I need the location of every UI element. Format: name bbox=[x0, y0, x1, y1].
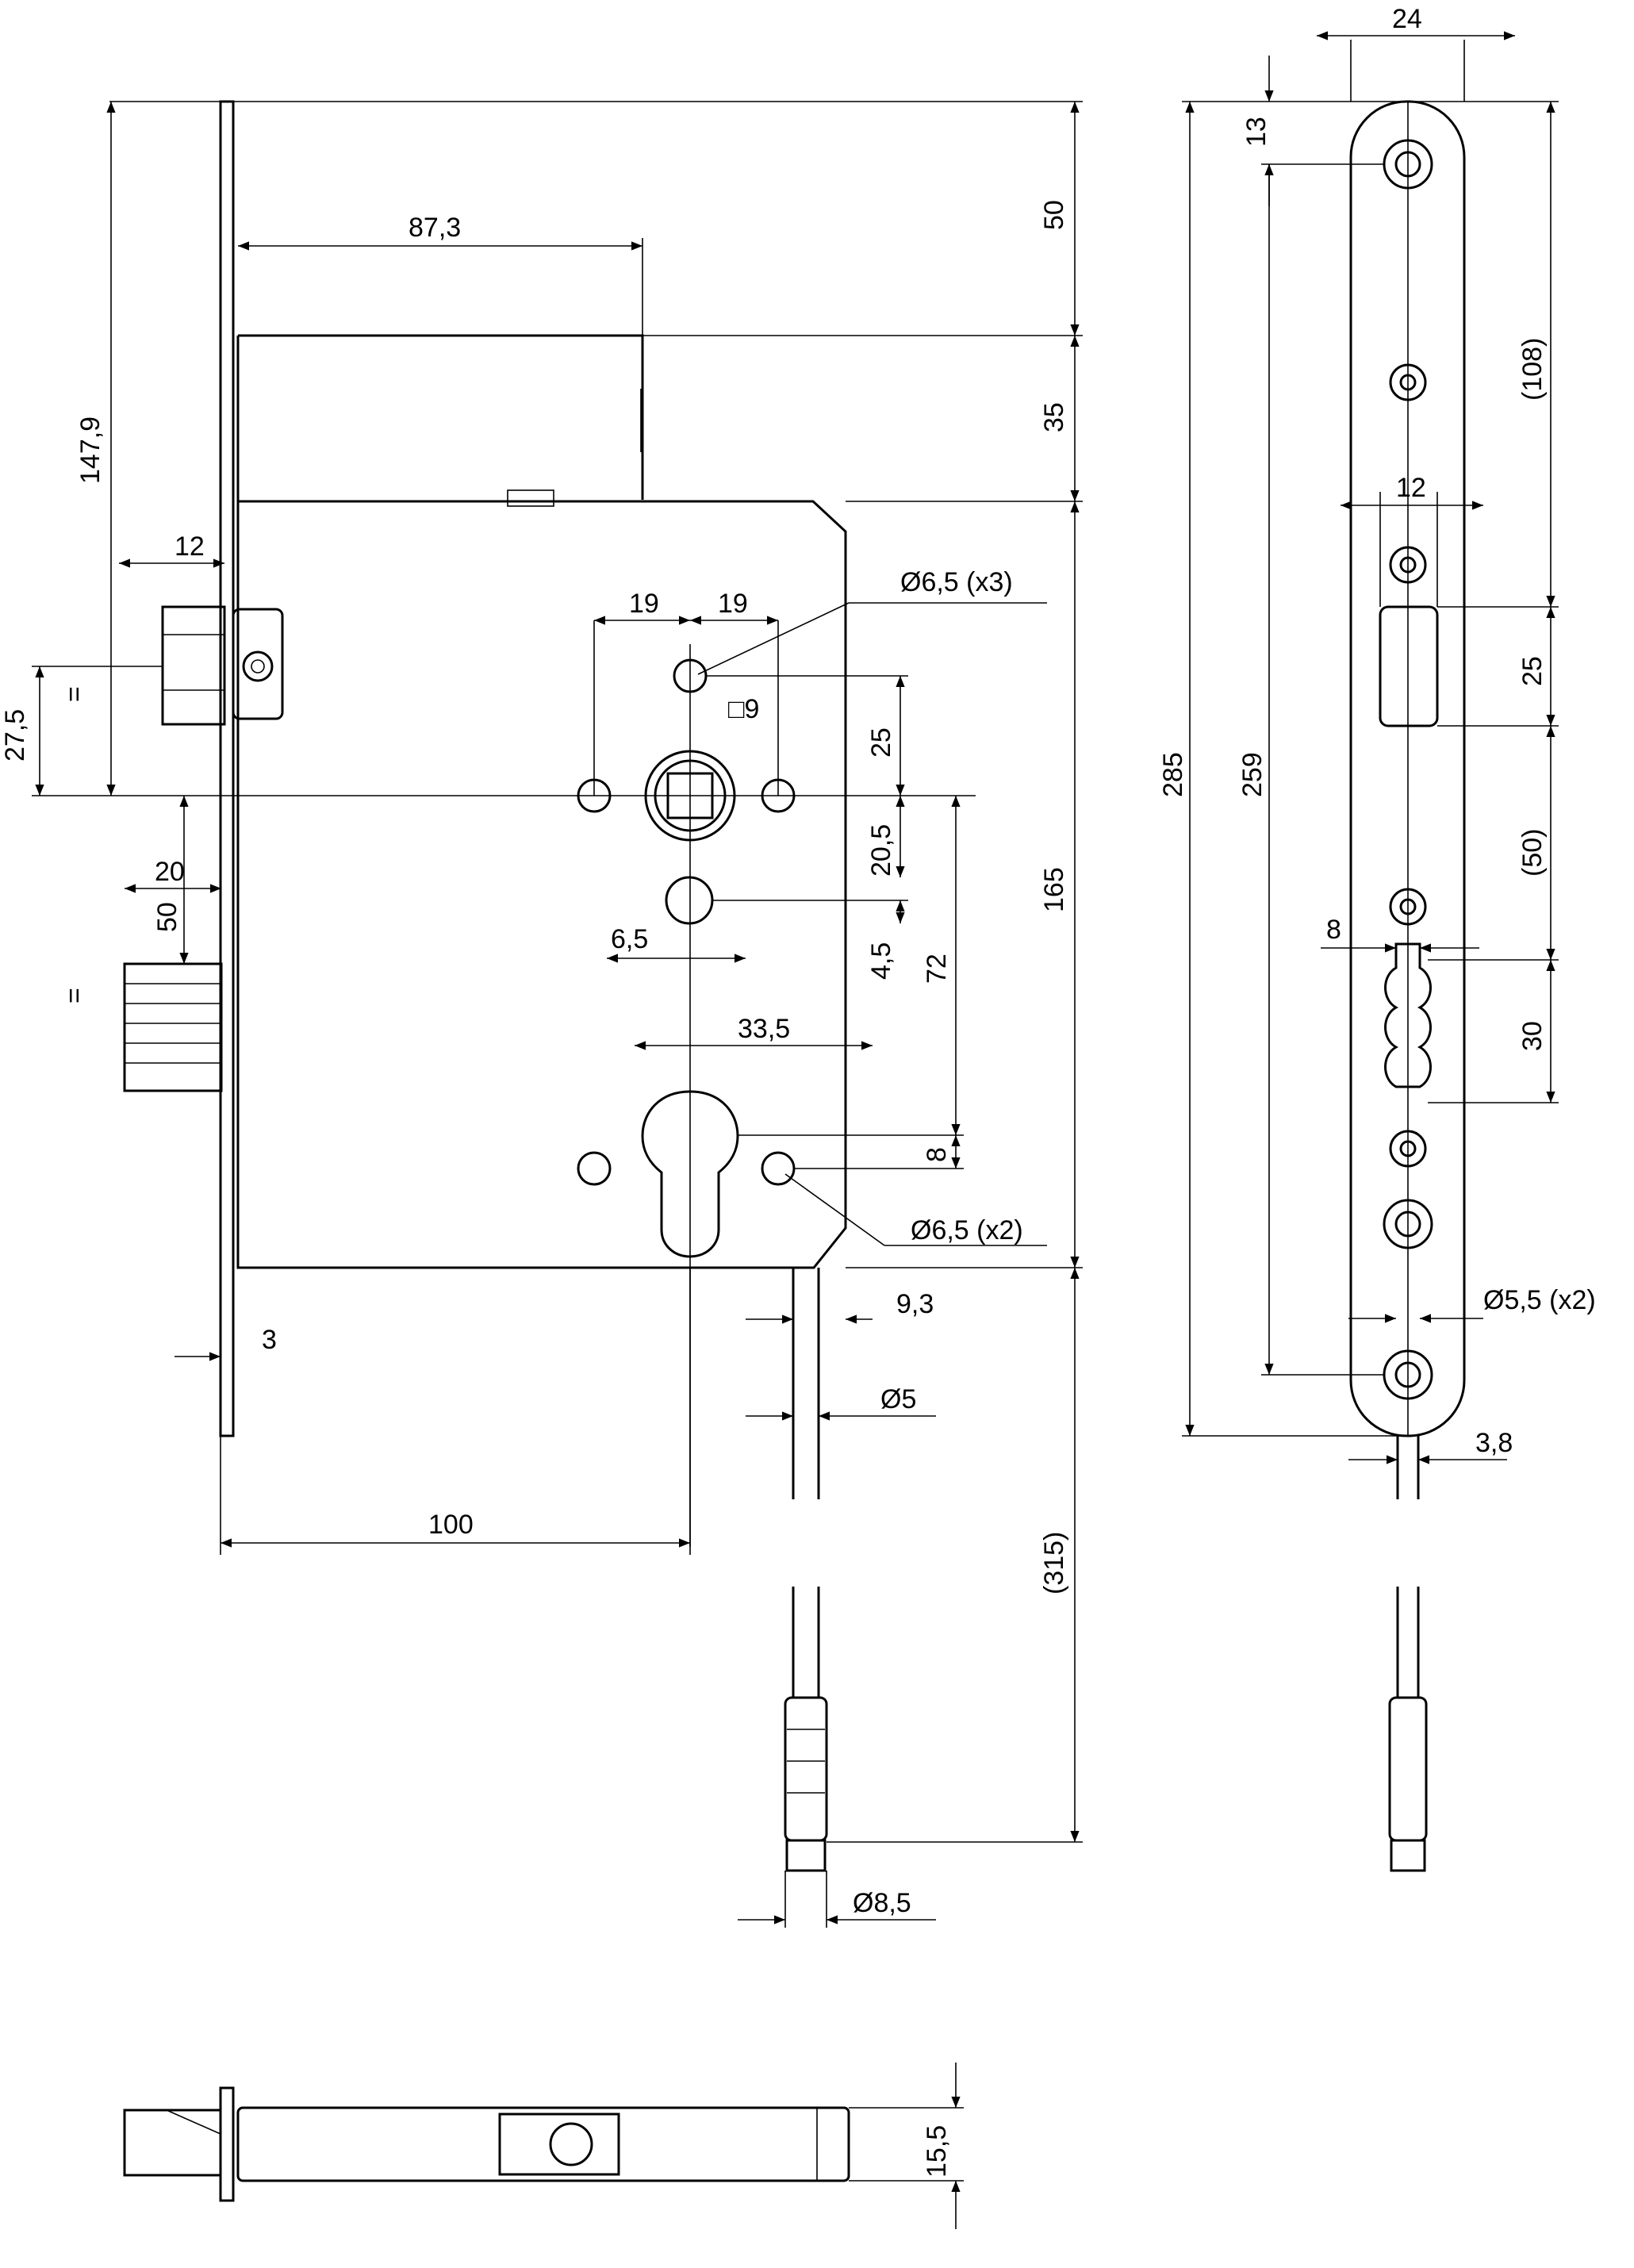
dim-width-87-3: 87,3 bbox=[408, 213, 461, 243]
dim-v25: 25 bbox=[866, 727, 896, 758]
dim-v20-5: 20,5 bbox=[866, 824, 896, 877]
dead-bolt bbox=[123, 962, 223, 1092]
dim-slot-6-5: 6,5 bbox=[611, 924, 648, 954]
follower bbox=[577, 658, 796, 925]
front-view: 50 35 165 (315) 87,3 147,9 12 27,5 = 20 … bbox=[0, 100, 1083, 1928]
dim-side-13: 13 bbox=[1241, 117, 1272, 147]
dim-holes-x2: Ø6,5 (x2) bbox=[911, 1215, 1023, 1245]
dim-top-35: 35 bbox=[1039, 402, 1069, 432]
dim-side-3-8: 3,8 bbox=[1475, 1428, 1513, 1458]
dim-bolt-50: 50 bbox=[152, 902, 182, 932]
bottom-latch bbox=[123, 2109, 222, 2177]
side-view: 24 13 285 259 (108) 12 25 (50) 8 30 Ø5,5… bbox=[1158, 4, 1596, 1872]
dim-side-30: 30 bbox=[1517, 1021, 1548, 1051]
dim-side-259: 259 bbox=[1237, 752, 1268, 797]
cable bbox=[784, 1268, 828, 1872]
dim-holes-x3: Ø6,5 (x3) bbox=[900, 567, 1013, 597]
dim-v4-5: 4,5 bbox=[866, 942, 896, 980]
dim-plug-8-5: Ø8,5 bbox=[853, 1888, 911, 1918]
dim-bottom-15-5: 15,5 bbox=[922, 2125, 952, 2178]
lock-case bbox=[236, 500, 847, 1269]
dim-latch-equal: = bbox=[59, 686, 90, 702]
dim-faceplate-3: 3 bbox=[262, 1325, 277, 1355]
dim-cyl-33-5: 33,5 bbox=[738, 1014, 790, 1044]
dim-side-25: 25 bbox=[1517, 656, 1548, 686]
dim-dist-72: 72 bbox=[922, 954, 952, 984]
bottom-case bbox=[236, 2106, 850, 2182]
faceplate-latch-opening bbox=[1379, 605, 1439, 727]
dim-side-12: 12 bbox=[1396, 473, 1426, 503]
dim-latch-12: 12 bbox=[175, 532, 205, 562]
dim-side-8: 8 bbox=[1326, 915, 1341, 945]
dim-bolt-equal: = bbox=[59, 988, 90, 1004]
dim-case-165: 165 bbox=[1039, 867, 1069, 912]
dim-height-147-9: 147,9 bbox=[75, 416, 105, 484]
dim-side-285: 285 bbox=[1158, 752, 1188, 797]
faceplate-bolt-opening bbox=[1384, 942, 1432, 1088]
side-cable bbox=[1388, 1436, 1428, 1872]
dim-side-screws-x2: Ø5,5 (x2) bbox=[1483, 1285, 1596, 1315]
dim-side-108: (108) bbox=[1517, 338, 1548, 401]
dim-backset-100: 100 bbox=[428, 1510, 474, 1540]
dim-side-50: (50) bbox=[1517, 829, 1548, 877]
dim-spacing-19b: 19 bbox=[718, 589, 748, 619]
dim-cable-5: Ø5 bbox=[880, 1384, 916, 1414]
dim-cable-315: (315) bbox=[1039, 1532, 1069, 1595]
dim-cyl-8: 8 bbox=[922, 1147, 952, 1162]
faceplate bbox=[219, 100, 235, 1437]
dim-cable-9-3: 9,3 bbox=[896, 1289, 934, 1319]
bottom-view: 15,5 bbox=[123, 2063, 964, 2229]
dim-spacing-19a: 19 bbox=[629, 589, 659, 619]
dim-bolt-20: 20 bbox=[155, 857, 185, 887]
bottom-faceplate bbox=[219, 2086, 235, 2202]
dim-square-9: □9 bbox=[728, 694, 759, 724]
upper-housing bbox=[238, 334, 644, 500]
dim-top-50: 50 bbox=[1039, 200, 1069, 230]
dim-side-24: 24 bbox=[1392, 4, 1422, 34]
dim-latch-27-5: 27,5 bbox=[0, 709, 30, 762]
latch-bolt bbox=[161, 605, 284, 726]
